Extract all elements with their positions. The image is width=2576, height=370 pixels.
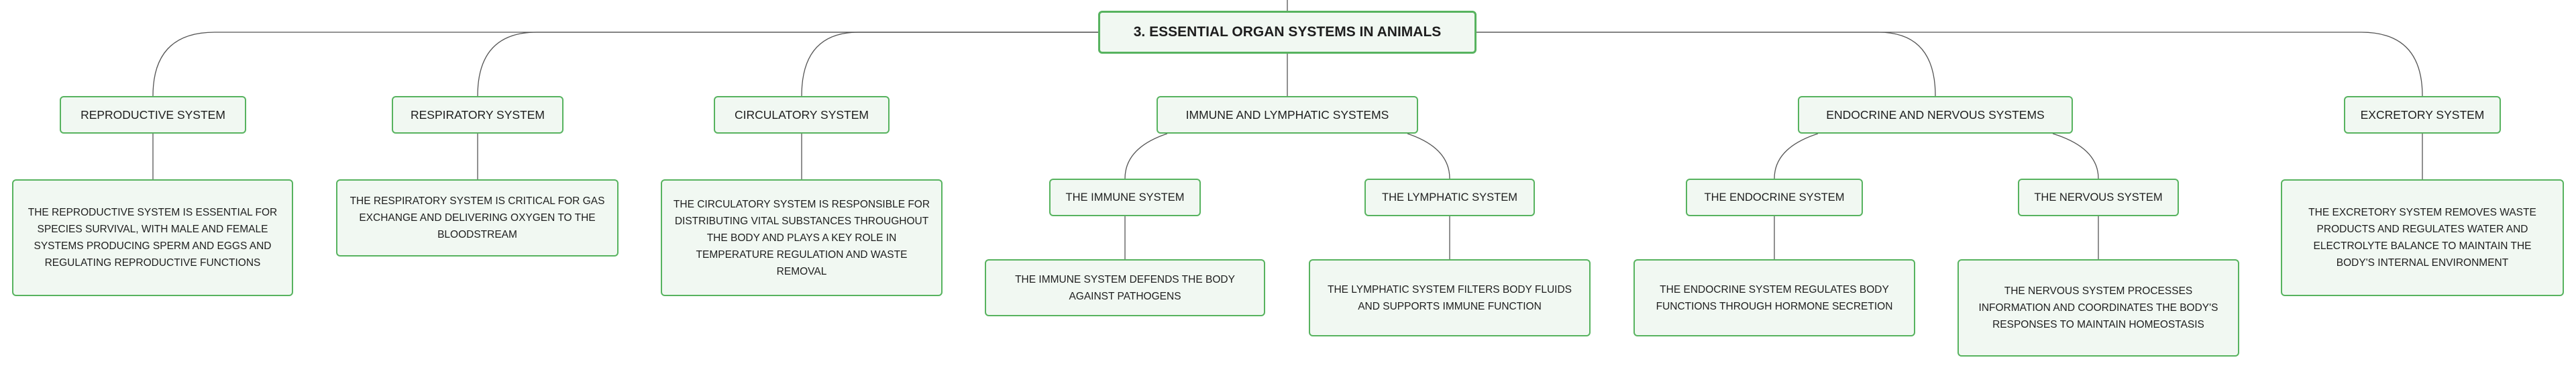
connector-root-endocrine (1477, 32, 1936, 97)
subtopic-immune-system[interactable]: THE IMMUNE SYSTEM (1049, 179, 1201, 216)
topic-circulatory-system[interactable]: CIRCULATORY SYSTEM (714, 96, 890, 134)
connector-root-reproductive (152, 32, 1098, 97)
connector-root-excretory (1477, 32, 2423, 97)
connector-lymphatic-sub (1407, 133, 1450, 179)
subtopic-lymphatic-system[interactable]: THE LYMPHATIC SYSTEM (1364, 179, 1535, 216)
connector-endocrine-sub (1774, 133, 1819, 179)
description-endocrine-system[interactable]: THE ENDOCRINE SYSTEM REGULATES BODY FUNC… (1633, 259, 1915, 336)
description-circulatory-system[interactable]: THE CIRCULATORY SYSTEM IS RESPONSIBLE FO… (661, 179, 943, 296)
description-lymphatic-system[interactable]: THE LYMPHATIC SYSTEM FILTERS BODY FLUIDS… (1309, 259, 1591, 336)
description-nervous-system[interactable]: THE NERVOUS SYSTEM PROCESSES INFORMATION… (1957, 259, 2239, 357)
root-topic[interactable]: 3. ESSENTIAL ORGAN SYSTEMS IN ANIMALS (1098, 11, 1477, 54)
topic-reproductive-system[interactable]: REPRODUCTIVE SYSTEM (60, 96, 246, 134)
connector-root-respiratory (477, 32, 1098, 97)
description-immune-system[interactable]: THE IMMUNE SYSTEM DEFENDS THE BODY AGAIN… (985, 259, 1265, 316)
connector-nervous-sub (2052, 133, 2099, 179)
connector-root-circulatory (801, 32, 1098, 97)
description-reproductive-system[interactable]: THE REPRODUCTIVE SYSTEM IS ESSENTIAL FOR… (12, 179, 293, 296)
subtopic-endocrine-system[interactable]: THE ENDOCRINE SYSTEM (1686, 179, 1863, 216)
subtopic-nervous-system[interactable]: THE NERVOUS SYSTEM (2018, 179, 2179, 216)
topic-endocrine-nervous-systems[interactable]: ENDOCRINE AND NERVOUS SYSTEMS (1798, 96, 2073, 134)
connector-immune-sub (1124, 133, 1168, 179)
topic-excretory-system[interactable]: EXCRETORY SYSTEM (2344, 96, 2501, 134)
topic-immune-lymphatic-systems[interactable]: IMMUNE AND LYMPHATIC SYSTEMS (1157, 96, 1418, 134)
description-respiratory-system[interactable]: THE RESPIRATORY SYSTEM IS CRITICAL FOR G… (336, 179, 619, 257)
topic-respiratory-system[interactable]: RESPIRATORY SYSTEM (392, 96, 564, 134)
description-excretory-system[interactable]: THE EXCRETORY SYSTEM REMOVES WASTE PRODU… (2281, 179, 2564, 296)
